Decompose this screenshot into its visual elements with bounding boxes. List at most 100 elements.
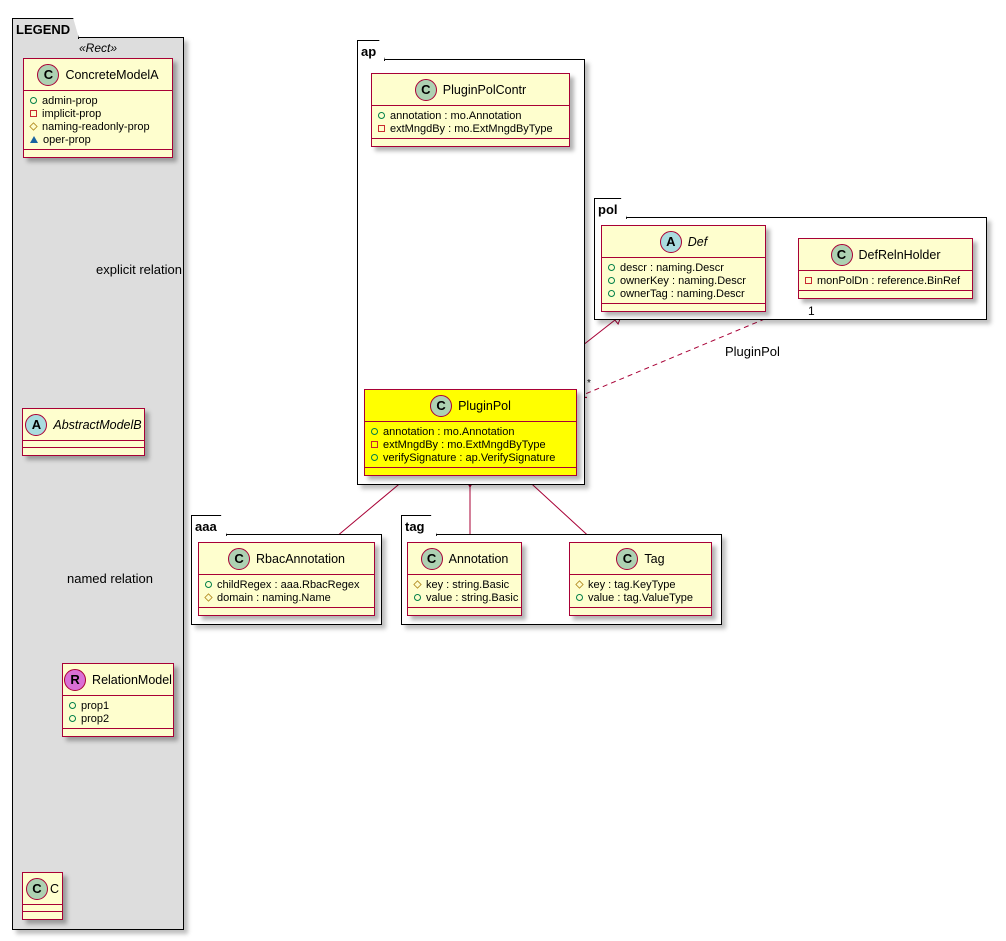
visibility-priv-icon [805,277,812,284]
attribute-text: descr : naming.Descr [620,261,724,274]
class-attribute: ownerKey : naming.Descr [608,274,759,287]
class-methods [199,608,374,615]
class-attribute: annotation : mo.Annotation [371,425,570,438]
visibility-priv-icon [30,110,37,117]
visibility-pub-icon [69,715,76,722]
visibility-pub-icon [414,594,421,601]
attribute-text: annotation : mo.Annotation [383,425,515,438]
class-kind-icon: C [37,63,60,86]
attribute-text: verifySignature : ap.VerifySignature [383,451,556,464]
class-kind-icon: C [26,877,48,900]
class-name: PluginPol [458,398,511,413]
visibility-priv-icon [378,125,385,132]
attribute-text: admin-prop [42,94,98,107]
class-header: C PluginPolContr [372,74,569,106]
attribute-text: oper-prop [43,133,91,146]
multiplicity-one: 1 [808,304,815,318]
package-tab-ap: ap [357,40,385,61]
class-attributes [23,441,144,448]
class-attribute: annotation : mo.Annotation [378,109,563,122]
visibility-pkgv-icon [30,136,38,143]
attribute-text: prop2 [81,712,110,725]
class-attribute: implicit-prop [30,107,166,120]
visibility-pub-icon [608,264,615,271]
visibility-pub-icon [371,428,378,435]
class-defrelnholder[interactable]: C DefRelnHolder monPolDn : reference.BinR… [798,238,973,299]
class-attribute: naming-readonly-prop [29,120,166,133]
multiplicity-many: * [587,378,591,389]
attribute-text: annotation : mo.Annotation [390,109,522,122]
label-pluginpol-relation: PluginPol [725,344,780,359]
class-attribute: value : string.Basic [414,591,518,604]
class-header: C DefRelnHolder [799,239,972,271]
class-methods [570,608,711,615]
class-attribute: value : tag.ValueType [576,591,705,604]
class-attribute: monPolDn : reference.BinRef [805,274,966,287]
class-name: RelationModel [92,672,172,687]
class-name: DefRelnHolder [858,247,941,262]
package-tab-legend: LEGEND [12,18,79,39]
attribute-text: key : tag.KeyType [588,578,676,591]
label-explicit-relation: explicit relation [96,262,182,277]
visibility-prot-icon [575,580,584,589]
class-name: RbacAnnotation [256,551,345,566]
class-attribute: domain : naming.Name [204,591,368,604]
edge-composition-pluginpol-2 [530,482,596,543]
package-stereotype: «Rect» [78,41,118,55]
class-attribute: extMngdBy : mo.ExtMngdByType [378,122,563,135]
class-methods [408,608,521,615]
class-name: AbstractModelB [53,417,142,432]
class-header: C Annotation [408,543,521,575]
attribute-text: naming-readonly-prop [42,120,150,133]
class-c[interactable]: C C [22,872,63,920]
class-attribute: key : string.Basic [413,578,515,591]
class-methods [799,291,972,298]
visibility-pub-icon [69,702,76,709]
class-attribute: descr : naming.Descr [608,261,759,274]
visibility-prot-icon [204,593,213,602]
attribute-text: implicit-prop [42,107,102,120]
class-methods [23,448,144,455]
class-kind-icon: C [616,547,639,570]
class-kind-icon: A [659,230,682,253]
class-header: R RelationModel [63,664,173,696]
visibility-pub-icon [608,277,615,284]
class-attributes [23,905,62,912]
class-kind-icon: R [64,668,87,691]
attribute-text: domain : naming.Name [217,591,331,604]
package-tab-tag: tag [401,515,437,536]
class-attribute: prop2 [69,712,167,725]
edge-composition-pluginpol-0 [329,482,402,543]
package-legend [12,37,184,930]
class-name: Tag [644,551,665,566]
class-name: PluginPolContr [442,82,527,97]
class-kind-icon: A [25,413,48,436]
class-kind-icon: C [830,243,853,266]
class-kind-icon: C [420,547,443,570]
visibility-pub-icon [30,97,37,104]
attribute-text: ownerTag : naming.Descr [620,287,745,300]
class-kind-icon: C [430,394,453,417]
class-methods [365,468,576,475]
attribute-text: key : string.Basic [426,578,510,591]
attribute-text: childRegex : aaa.RbacRegex [217,578,360,591]
class-abstractmodelb[interactable]: A AbstractModelB [22,408,145,456]
class-attribute: childRegex : aaa.RbacRegex [205,578,368,591]
class-attribute: oper-prop [30,133,166,146]
class-methods [23,912,62,919]
visibility-pub-icon [371,454,378,461]
